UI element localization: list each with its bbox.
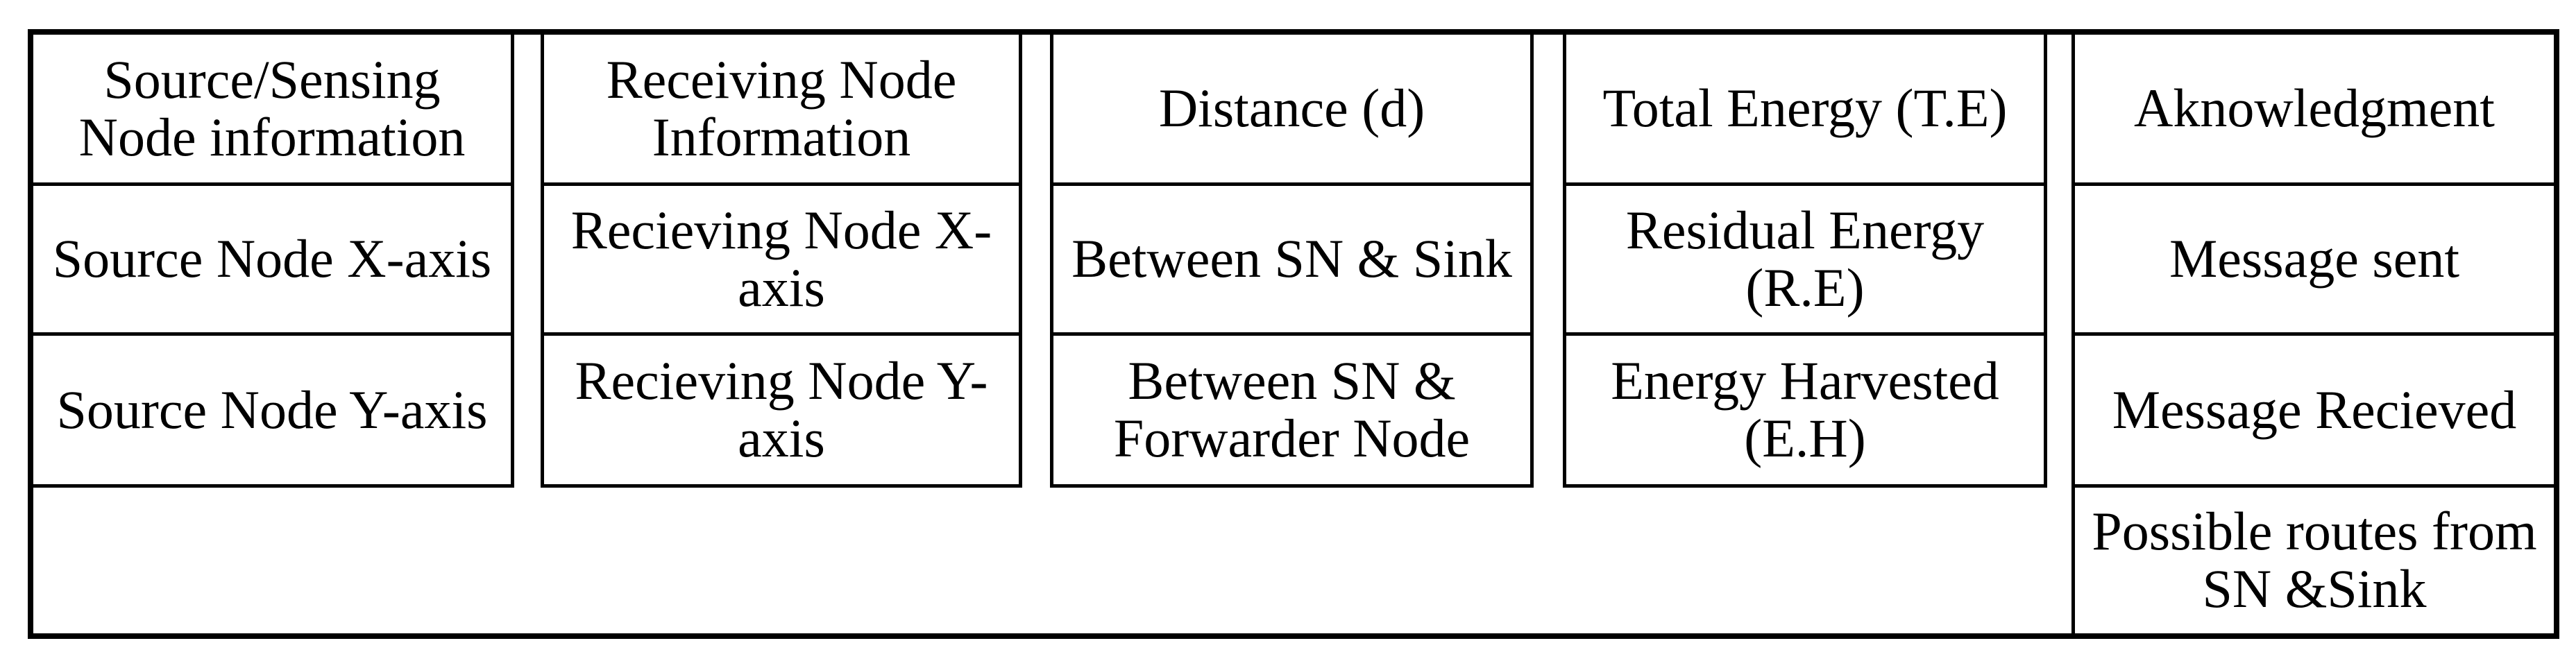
cell-energy-harvested: Energy Harvested (E.H) xyxy=(1566,336,2044,488)
cell-distance-sn-forwarder: Between SN & Forwarder Node xyxy=(1053,336,1530,488)
cell-distance-sn-sink: Between SN & Sink xyxy=(1053,186,1530,336)
column-source-node: Source/Sensing Node information Source N… xyxy=(33,35,514,488)
cell-receiving-x-axis: Recieving Node X- axis xyxy=(544,186,1019,336)
cell-ack-message-sent: Message sent xyxy=(2075,186,2554,336)
cell-energy-header: Total Energy (T.E) xyxy=(1566,35,2044,186)
column-receiving-node: Receiving Node Information Recieving Nod… xyxy=(541,35,1022,488)
cell-distance-header: Distance (d) xyxy=(1053,35,1530,186)
cell-receiving-header: Receiving Node Information xyxy=(544,35,1019,186)
cell-ack-possible-routes: Possible routes from SN &Sink xyxy=(2092,501,2537,619)
cell-source-x-axis: Source Node X-axis xyxy=(33,186,511,336)
column-energy: Total Energy (T.E) Residual Energy (R.E)… xyxy=(1563,35,2047,488)
cell-source-header: Source/Sensing Node information xyxy=(33,35,511,186)
column-acknowledgment: Aknowledgment Message sent Message Recie… xyxy=(2071,35,2554,633)
cell-source-y-axis: Source Node Y-axis xyxy=(33,336,511,488)
cell-receiving-y-axis: Recieving Node Y- axis xyxy=(544,336,1019,488)
cell-ack-header: Aknowledgment xyxy=(2075,35,2554,186)
cell-empty-merged xyxy=(33,488,2071,633)
cell-ack-message-received: Message Recieved xyxy=(2075,336,2554,488)
column-distance: Distance (d) Between SN & Sink Between S… xyxy=(1050,35,1534,488)
cell-energy-residual: Residual Energy (R.E) xyxy=(1566,186,2044,336)
